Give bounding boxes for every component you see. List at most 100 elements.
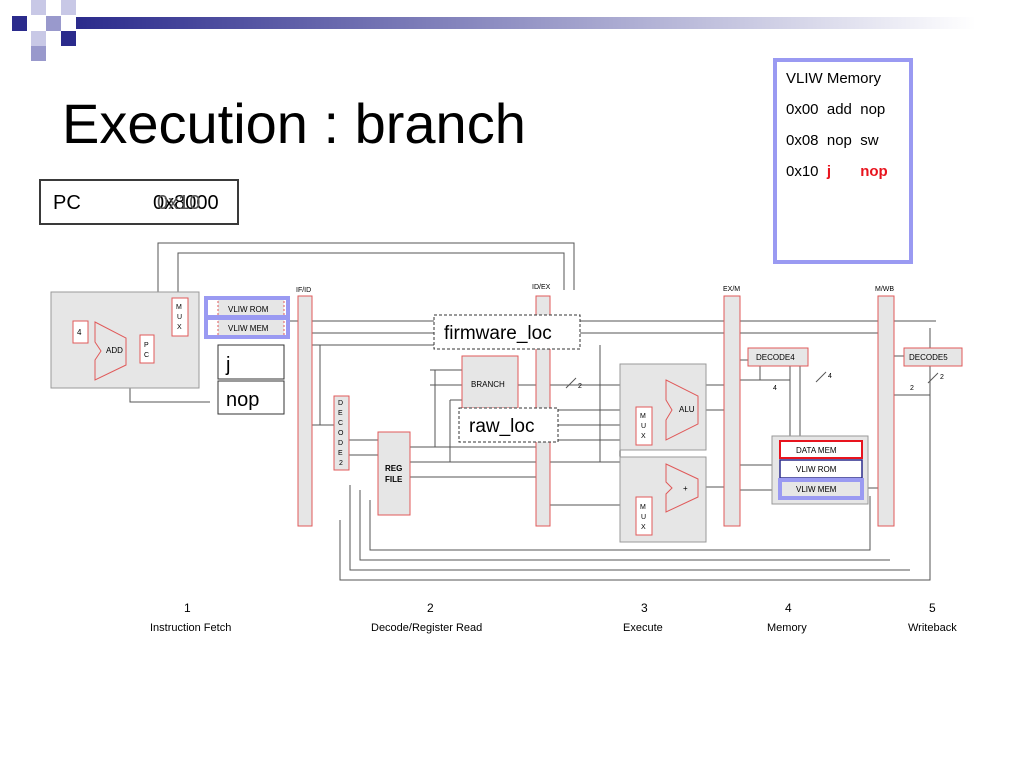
- decode5-block: [903, 347, 963, 367]
- decode2-block: [333, 395, 350, 471]
- pc-box: PC 0x8000 0x10: [39, 179, 239, 225]
- vliw-rom-label: VLIW ROM: [228, 305, 269, 314]
- vliw-op: nop: [860, 101, 886, 118]
- fetched-op-j: j: [225, 354, 230, 376]
- decode2-letter: E: [338, 410, 343, 417]
- wire: [369, 496, 871, 551]
- stage-name: Writeback: [908, 622, 957, 634]
- fetched-op-box: [217, 344, 285, 380]
- decode5-label: DECODE5: [909, 353, 948, 362]
- stage-number: 3: [641, 601, 648, 615]
- bus-width-mark: [927, 372, 939, 384]
- raw-loc-label: raw_loc: [469, 416, 534, 437]
- vliw-op: sw: [860, 132, 879, 149]
- wire: [359, 490, 890, 561]
- vliw-op-highlight: j: [826, 163, 832, 180]
- data-mem-label: DATA MEM: [796, 446, 837, 455]
- vliw-addr: 0x00: [786, 101, 819, 118]
- branch-unit: [461, 355, 519, 409]
- bus-width-label: 2: [940, 374, 944, 381]
- alu: [665, 379, 699, 441]
- deco-square: [31, 0, 46, 15]
- vliw-op: nop: [826, 132, 852, 149]
- firmware-loc-callout: [433, 314, 581, 350]
- wire: [177, 252, 565, 296]
- wire: [339, 328, 931, 581]
- bus-width-label: 4: [828, 373, 832, 380]
- firmware-loc-label: firmware_loc: [444, 323, 552, 344]
- decode2-letter: O: [338, 430, 344, 437]
- stage-number: 2: [427, 601, 434, 615]
- decode4-label: DECODE4: [756, 353, 795, 362]
- pc-label: PC: [53, 192, 81, 214]
- stage-number: 1: [184, 601, 191, 615]
- pc-register-letter: C: [144, 352, 149, 359]
- branch-adder-label: +: [683, 484, 688, 493]
- pc-register-letter: P: [144, 342, 149, 349]
- alu-label: ALU: [679, 405, 695, 414]
- fetched-op-nop: nop: [226, 389, 259, 411]
- ifid-label: IF/ID: [296, 287, 311, 294]
- mwb-label: M/WB: [875, 286, 894, 293]
- register-file-label: FILE: [385, 475, 403, 484]
- deco-square: [31, 31, 46, 46]
- mux-letter: U: [177, 314, 182, 321]
- stage-number: 4: [785, 601, 792, 615]
- vliw-mem-mem-stage-highlight: [778, 478, 864, 500]
- deco-square: [46, 16, 61, 31]
- mux-letter: X: [641, 433, 646, 440]
- bus-width-mark: [565, 377, 577, 389]
- mwb-register: [877, 295, 895, 527]
- ifid-register: [297, 295, 313, 527]
- pc-adder: [94, 321, 127, 381]
- constant-four-label: 4: [77, 328, 82, 337]
- pc-value: 0x8000: [153, 192, 219, 214]
- register-file-label: REG: [385, 464, 402, 473]
- stage-name: Instruction Fetch: [150, 622, 231, 634]
- mux-letter: U: [641, 514, 646, 521]
- stage-name: Decode/Register Read: [371, 622, 482, 634]
- constant-four-box: [72, 320, 89, 344]
- vliw-memory-box: VLIW Memory 0x00 add nop 0x08 nop sw 0x1…: [773, 58, 913, 264]
- vliw-memory-row: 0x00 add nop: [786, 101, 885, 118]
- bus-width-label: 2: [578, 383, 582, 390]
- mux-letter: X: [641, 524, 646, 531]
- data-mem-block: [779, 440, 863, 459]
- mux-letter: X: [177, 324, 182, 331]
- stage-name: Memory: [767, 622, 807, 634]
- stage-name: Execute: [623, 622, 663, 634]
- deco-square: [61, 0, 76, 15]
- vliw-memory-row: 0x08 nop sw: [786, 132, 879, 149]
- vliw-addr: 0x10: [786, 163, 819, 180]
- vliw-mem-label: VLIW MEM: [228, 324, 269, 333]
- bus-width-label: 4: [773, 385, 777, 392]
- pc-adder-label: ADD: [106, 346, 123, 355]
- register-file: [377, 431, 411, 516]
- pc-register: [139, 334, 155, 364]
- title-gradient-bar: [76, 17, 976, 29]
- mux-letter: U: [641, 423, 646, 430]
- stage-labels: 1 Instruction Fetch 2 Decode/Register Re…: [150, 601, 957, 634]
- slide-title: Execution : branch: [62, 92, 526, 155]
- fetch-mux: [171, 297, 189, 337]
- mux-letter: M: [640, 413, 646, 420]
- deco-square: [12, 16, 27, 31]
- bus-width-mark: [815, 371, 827, 383]
- exm-label: EX/M: [723, 286, 740, 293]
- vliw-op: add: [826, 101, 852, 118]
- deco-square: [61, 31, 76, 46]
- bus-width-label: 2: [910, 385, 914, 392]
- deco-square: [31, 46, 46, 61]
- decode2-letter: D: [338, 400, 343, 407]
- decode2-letter: 2: [339, 460, 343, 467]
- wire: [349, 485, 910, 571]
- vliw-mem-highlight: [204, 316, 290, 339]
- branch-unit-label: BRANCH: [471, 380, 505, 389]
- decode4-block: [747, 347, 809, 367]
- pc-overlay-value: 0x10: [157, 192, 201, 214]
- stage-number: 5: [929, 601, 936, 615]
- decode2-letter: E: [338, 450, 343, 457]
- branch-adder: [665, 463, 699, 513]
